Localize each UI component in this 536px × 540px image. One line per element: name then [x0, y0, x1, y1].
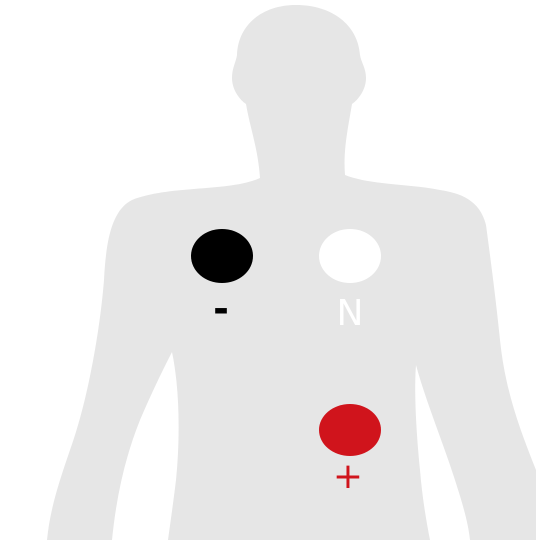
- electrode-positive-label: +: [333, 456, 363, 497]
- electrode-negative: [191, 229, 253, 283]
- electrode-neutral: [319, 229, 381, 283]
- electrode-negative-label: -: [213, 287, 229, 331]
- electrode-neutral-label: N: [337, 293, 364, 334]
- electrode-positive: [319, 404, 381, 456]
- body-silhouette: [47, 5, 536, 540]
